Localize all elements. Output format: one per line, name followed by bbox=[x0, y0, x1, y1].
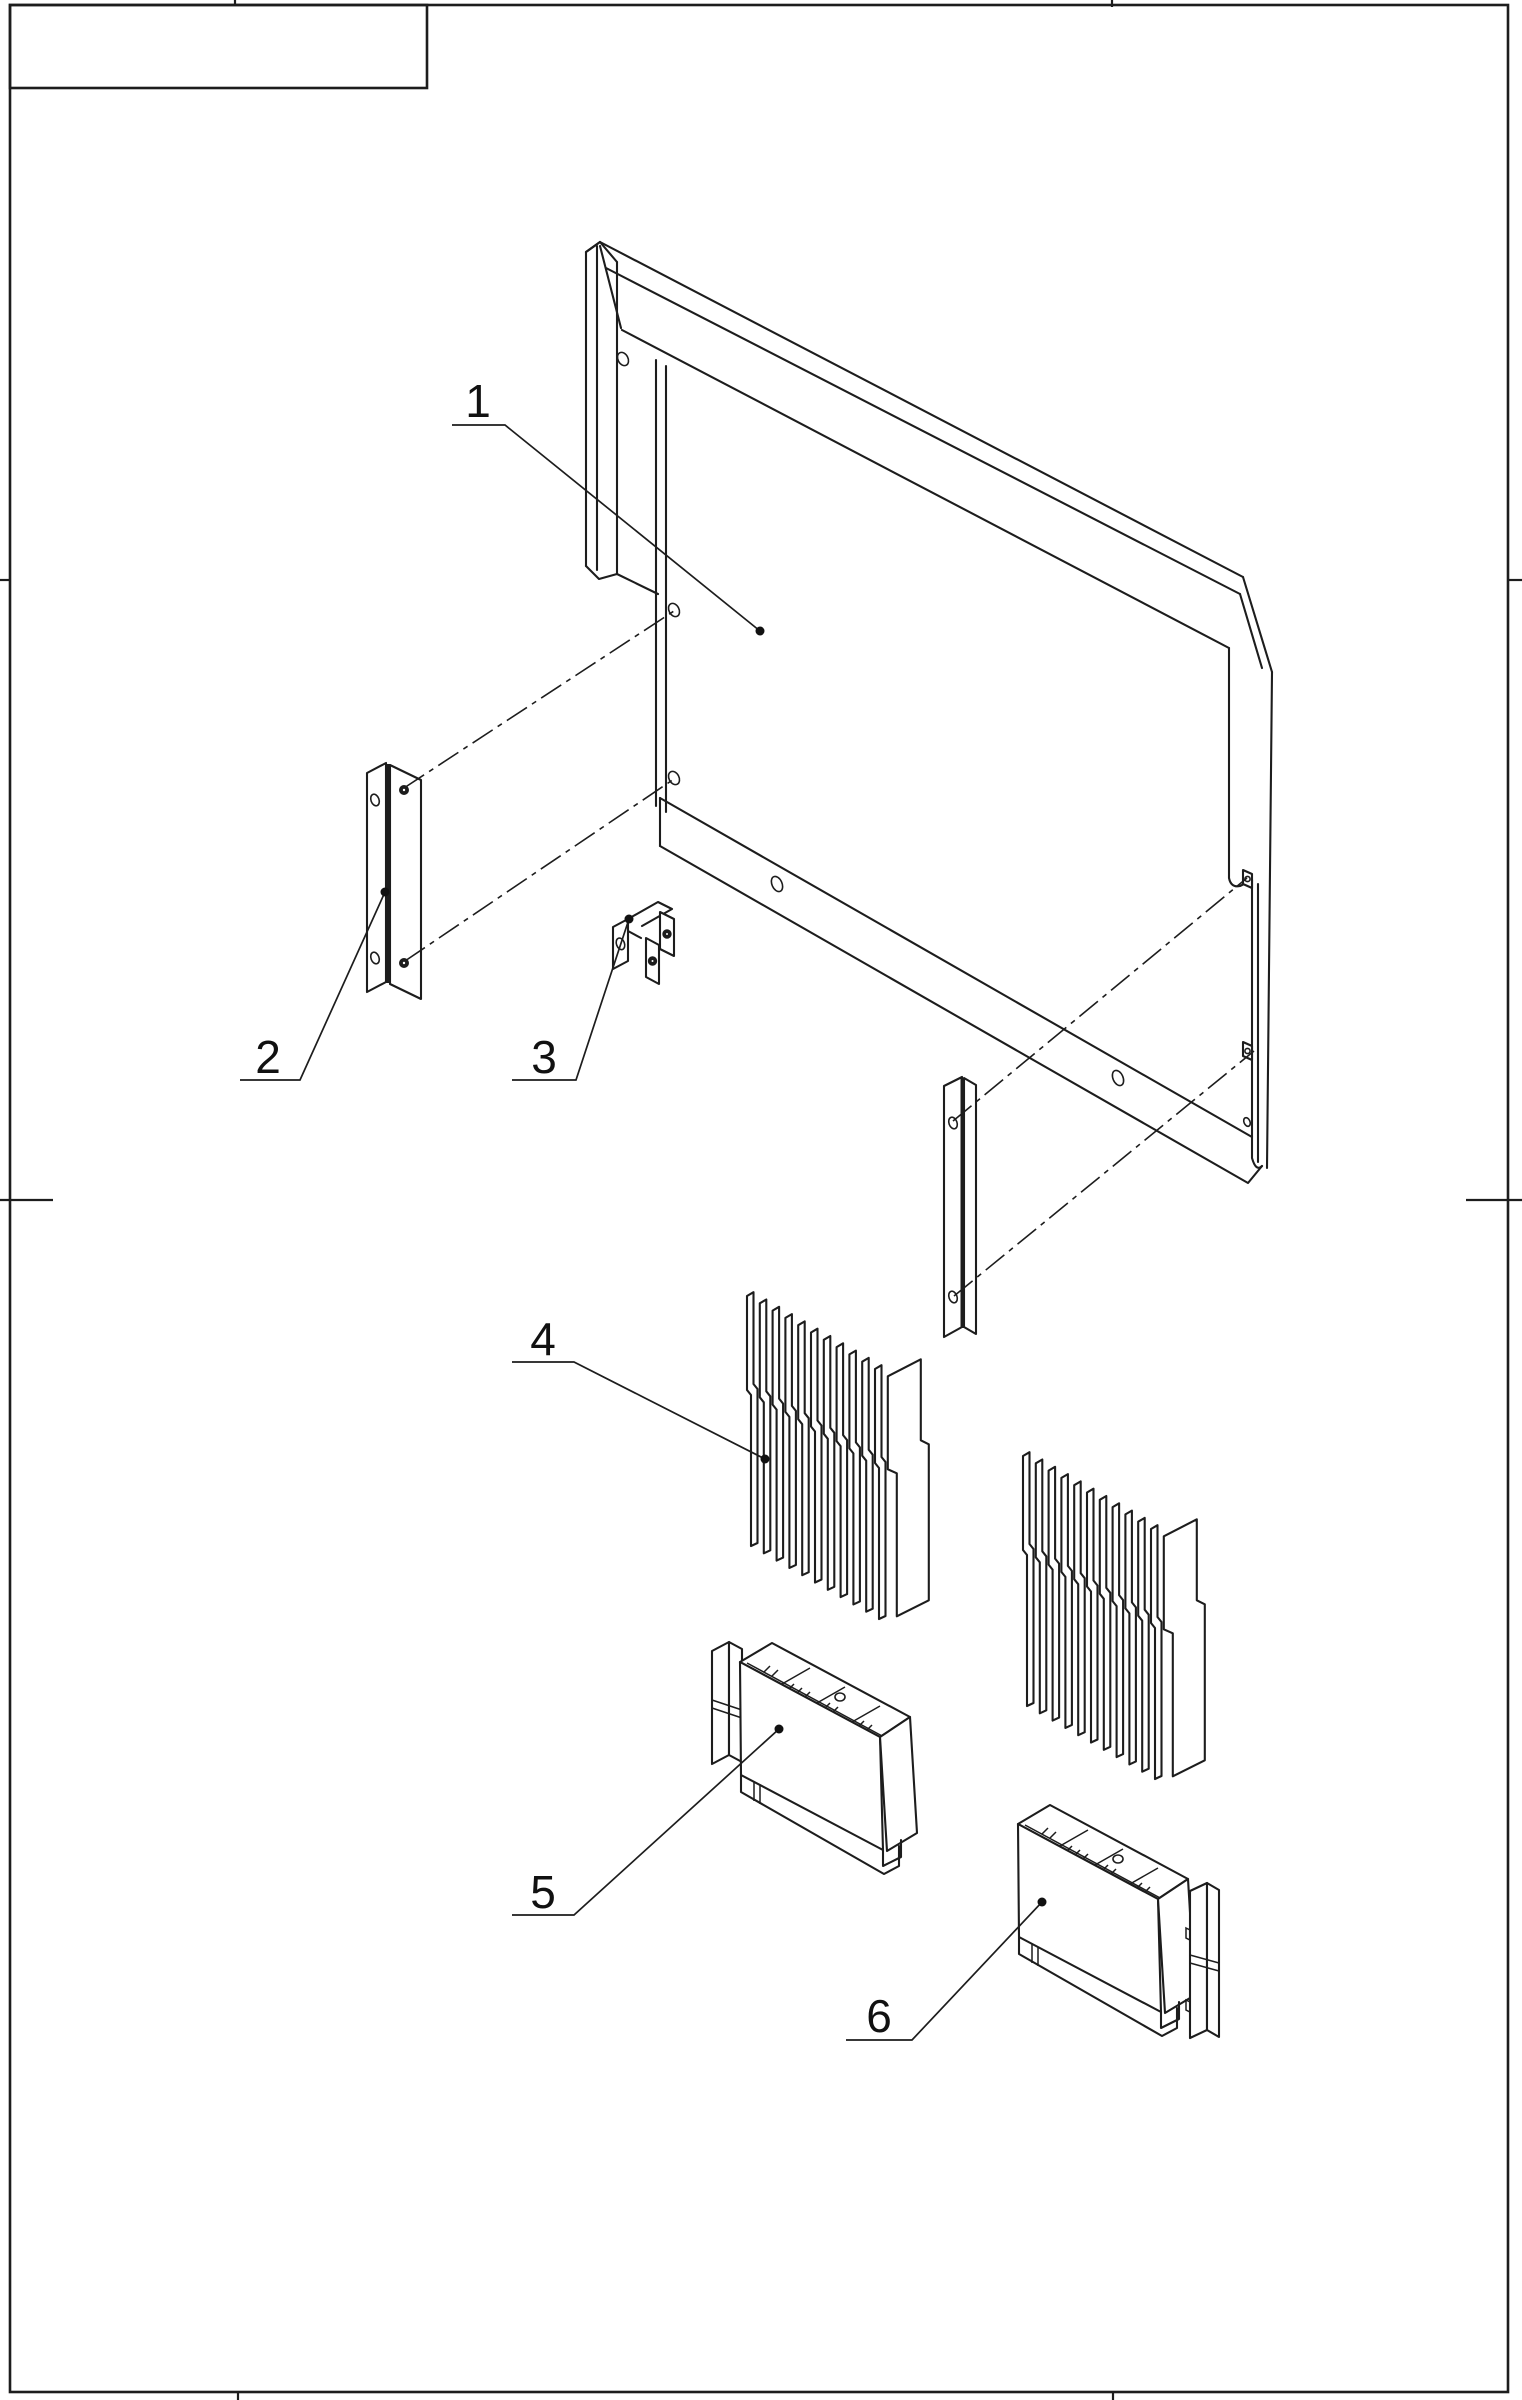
rail-hole bbox=[1242, 1116, 1252, 1128]
callout-4-label: 4 bbox=[530, 1313, 556, 1365]
assembly-centerlines bbox=[403, 610, 1255, 1297]
callout-4-dot bbox=[760, 1454, 770, 1464]
part-6-module bbox=[1016, 1803, 1221, 2040]
screw-hole bbox=[667, 770, 681, 786]
callout-5: 5 bbox=[512, 1724, 784, 1918]
callout-6: 6 bbox=[846, 1897, 1047, 2042]
callout-2-label: 2 bbox=[255, 1031, 281, 1083]
screw-hole bbox=[667, 602, 681, 618]
callout-3-dot bbox=[624, 914, 634, 924]
callout-1-leader bbox=[452, 424, 761, 632]
rail-hole bbox=[1111, 1069, 1125, 1087]
callout-1-dot bbox=[755, 626, 765, 636]
callout-3-leader bbox=[512, 918, 630, 1081]
callout-4-leader bbox=[512, 1361, 766, 1460]
part-3-u-clip bbox=[611, 900, 676, 986]
part-2-angle-bracket-right bbox=[942, 1075, 978, 1339]
callout-4: 4 bbox=[512, 1313, 770, 1464]
part-2-angle-bracket-left bbox=[365, 761, 423, 1001]
callout-6-label: 6 bbox=[866, 1990, 892, 2042]
screw-hole bbox=[616, 351, 630, 367]
callout-1: 1 bbox=[452, 375, 765, 636]
callout-1-label: 1 bbox=[465, 375, 491, 427]
connector-teeth bbox=[1041, 1827, 1151, 1894]
title-block bbox=[8, 3, 429, 90]
part-1-rear-panel bbox=[584, 240, 1274, 1185]
callout-6-leader bbox=[846, 1901, 1043, 2041]
callout-3: 3 bbox=[512, 914, 634, 1083]
part-4-fin-stack-b bbox=[1021, 1451, 1206, 1781]
rail-hole bbox=[770, 875, 784, 893]
callout-2: 2 bbox=[240, 887, 390, 1083]
callout-2-dot bbox=[380, 887, 390, 897]
callout-2-leader bbox=[240, 891, 386, 1081]
part-5-module bbox=[710, 1640, 919, 1876]
callout-5-leader bbox=[512, 1728, 780, 1916]
callout-5-label: 5 bbox=[530, 1866, 556, 1918]
callout-6-dot bbox=[1037, 1897, 1047, 1907]
callout-3-label: 3 bbox=[531, 1031, 557, 1083]
connector-teeth bbox=[763, 1665, 873, 1732]
part-4-fin-stack-a bbox=[745, 1291, 930, 1621]
callout-5-dot bbox=[774, 1724, 784, 1734]
